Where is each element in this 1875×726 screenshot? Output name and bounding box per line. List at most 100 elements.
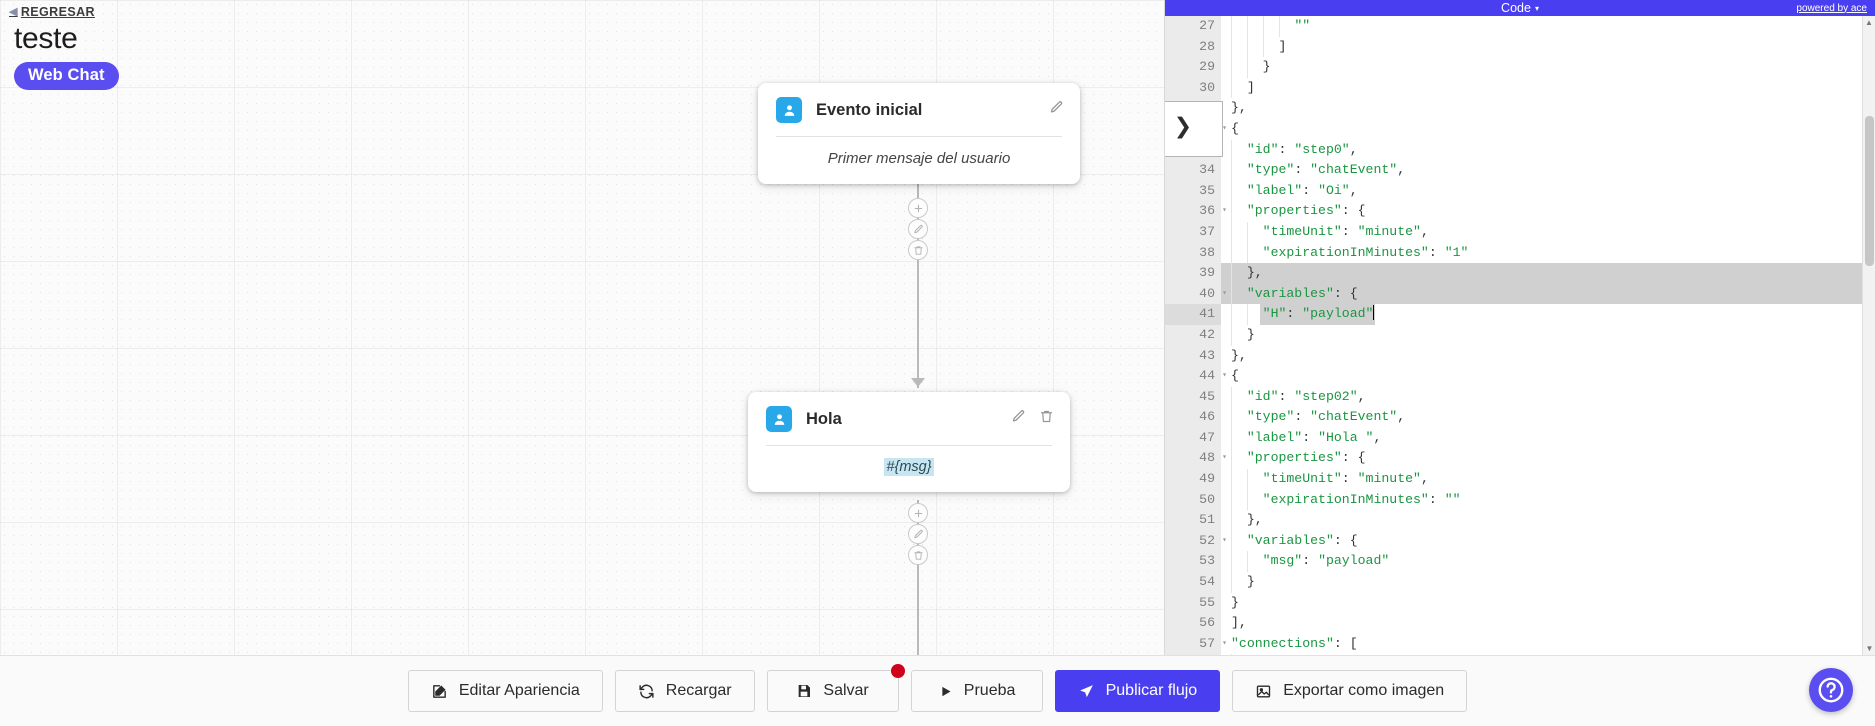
fold-toggle-icon[interactable]: ▾ (1222, 123, 1227, 133)
line-number: 53 (1165, 551, 1221, 573)
code-line-text: }, (1231, 100, 1247, 116)
code-line-text: "expirationInMinutes": "" (1221, 489, 1875, 511)
code-line[interactable]: 48▾ "properties": { (1165, 448, 1875, 470)
code-line[interactable]: 41 "H": "payload" (1165, 304, 1875, 325)
indent-guide (1231, 551, 1232, 573)
code-line-text: "variables": { (1221, 530, 1875, 552)
toolbar-button-label: Exportar como imagen (1283, 682, 1445, 699)
back-link[interactable]: ◀ REGRESAR (9, 5, 95, 19)
code-line[interactable]: 58▾ { (1165, 654, 1875, 655)
code-line[interactable]: 33 "id": "step0", (1165, 139, 1875, 161)
edit-icon[interactable] (1011, 409, 1026, 429)
code-line[interactable]: 43}, (1165, 345, 1875, 367)
code-line[interactable]: 45 "id": "step02", (1165, 386, 1875, 408)
scrollbar-thumb[interactable] (1865, 116, 1874, 266)
fold-toggle-icon[interactable]: ▾ (1222, 371, 1227, 381)
refresh-icon (638, 683, 655, 700)
code-line[interactable]: 34 "type": "chatEvent", (1165, 160, 1875, 181)
indent-guide (1231, 77, 1232, 99)
code-line[interactable]: 40▾ "variables": { (1165, 283, 1875, 305)
editor-scrollbar[interactable]: ▲ ▼ (1862, 16, 1875, 655)
powered-by-link[interactable]: powered by ace (1796, 2, 1867, 14)
code-line-text: "label": "Hola ", (1221, 427, 1875, 449)
code-line[interactable]: 50 "expirationInMinutes": "" (1165, 489, 1875, 511)
code-line[interactable]: 47 "label": "Hola ", (1165, 427, 1875, 449)
code-line-text: }, (1221, 263, 1875, 284)
pencil-icon[interactable] (908, 219, 928, 239)
code-line[interactable]: 31}, (1165, 98, 1875, 119)
toolbar-button-salvar[interactable]: Salvar (766, 664, 905, 712)
code-line[interactable]: 29 } (1165, 57, 1875, 78)
code-editor[interactable]: 27 ""28 ]29 }30 ]31},32▾{33 "id": "step0… (1165, 16, 1875, 655)
divider (776, 136, 1062, 137)
toolbar-button-recargar[interactable]: Recargar (614, 670, 755, 712)
question-circle-icon (1818, 677, 1844, 703)
line-number: 41 (1165, 304, 1221, 325)
code-line[interactable]: 49 "timeUnit": "minute", (1165, 469, 1875, 490)
indent-guide (1231, 139, 1232, 161)
scroll-down-arrow[interactable]: ▼ (1865, 644, 1874, 653)
code-line[interactable]: 39 }, (1165, 263, 1875, 284)
toolbar-button-prueba[interactable]: Prueba (910, 670, 1043, 712)
code-line[interactable]: 30 ] (1165, 77, 1875, 99)
help-button[interactable] (1809, 668, 1853, 712)
code-line[interactable]: 27 "" (1165, 16, 1875, 37)
line-number: 44▾ (1165, 366, 1227, 387)
line-number: 30 (1165, 77, 1221, 99)
indent-guide (1262, 16, 1264, 37)
code-line-text: "label": "Oi", (1221, 180, 1875, 202)
code-line[interactable]: 28 ] (1165, 36, 1875, 58)
line-number: 47 (1165, 427, 1221, 449)
indent-guide (1231, 572, 1232, 593)
code-line[interactable]: 56], (1165, 613, 1875, 634)
code-line-text: { (1221, 654, 1875, 655)
trash-icon[interactable] (908, 545, 928, 565)
line-number: 57▾ (1165, 633, 1227, 655)
connector-controls-2 (908, 503, 928, 565)
code-line[interactable]: 52▾ "variables": { (1165, 530, 1875, 552)
indent-guide (1278, 16, 1280, 37)
fold-toggle-icon[interactable]: ▾ (1222, 453, 1227, 463)
code-line[interactable]: 44▾{ (1165, 366, 1875, 387)
code-line-text: "timeUnit": "minute", (1221, 469, 1875, 490)
fold-toggle-icon[interactable]: ▾ (1222, 288, 1227, 298)
flow-canvas[interactable]: ◀ REGRESAR teste Web Chat Evento inicial (0, 0, 1164, 655)
toolbar-button-editar-apariencia[interactable]: Editar Apariencia (407, 670, 603, 712)
line-number: 54 (1165, 572, 1221, 593)
code-line[interactable]: 38 "expirationInMinutes": "1" (1165, 242, 1875, 264)
code-line[interactable]: 51 }, (1165, 510, 1875, 531)
indent-guide (1246, 469, 1248, 490)
code-line[interactable]: 57▾"connections": [ (1165, 633, 1875, 655)
code-line[interactable]: 54 } (1165, 572, 1875, 593)
collapse-panel-button[interactable]: ❯ (1165, 101, 1223, 157)
plus-icon[interactable] (908, 503, 928, 523)
plus-icon[interactable] (908, 198, 928, 218)
flow-node-hola[interactable]: Hola #{msg} (748, 392, 1070, 492)
trash-icon[interactable] (908, 240, 928, 260)
scroll-up-arrow[interactable]: ▲ (1865, 18, 1873, 27)
code-line[interactable]: 46 "type": "chatEvent", (1165, 407, 1875, 428)
selection-highlight (1259, 304, 1375, 325)
delete-icon[interactable] (1039, 409, 1054, 429)
code-line-text: "timeUnit": "minute", (1221, 221, 1875, 243)
fold-toggle-icon[interactable]: ▾ (1222, 535, 1227, 545)
code-line[interactable]: 42 } (1165, 324, 1875, 346)
code-line[interactable]: 36▾ "properties": { (1165, 201, 1875, 222)
code-panel-title-dropdown[interactable]: Code ▾ (1501, 1, 1539, 15)
code-line[interactable]: 55} (1165, 592, 1875, 614)
pencil-icon[interactable] (908, 524, 928, 544)
indent-guide (1231, 180, 1232, 202)
variable-chip: #{msg} (884, 458, 934, 476)
toolbar-button-exportar-como-imagen[interactable]: Exportar como imagen (1232, 670, 1468, 712)
code-line[interactable]: 32▾{ (1165, 118, 1875, 140)
toolbar-button-publicar-flujo[interactable]: Publicar flujo (1054, 670, 1221, 712)
code-line[interactable]: 35 "label": "Oi", (1165, 180, 1875, 202)
fold-toggle-icon[interactable]: ▾ (1222, 638, 1227, 648)
fold-toggle-icon[interactable]: ▾ (1222, 206, 1227, 216)
indent-guide (1262, 36, 1264, 58)
edit-icon[interactable] (1049, 100, 1064, 120)
line-number: 40▾ (1165, 283, 1227, 305)
code-line[interactable]: 37 "timeUnit": "minute", (1165, 221, 1875, 243)
flow-node-evento-inicial[interactable]: Evento inicial Primer mensaje del usuari… (758, 83, 1080, 184)
code-line[interactable]: 53 "msg": "payload" (1165, 551, 1875, 573)
